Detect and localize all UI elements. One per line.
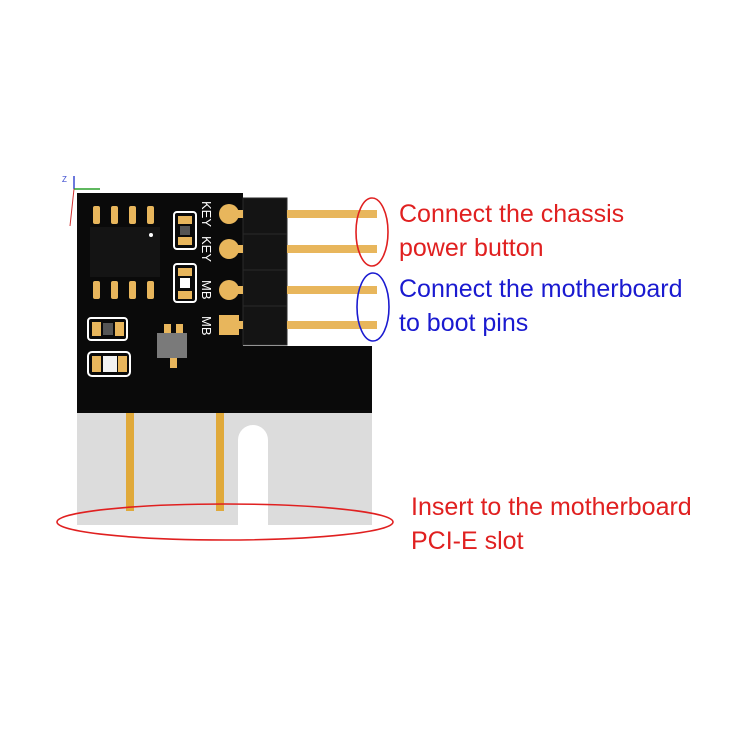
diode-component bbox=[87, 351, 131, 377]
led-component bbox=[173, 263, 197, 303]
pcie-insert-line1: Insert to the motherboard bbox=[411, 493, 692, 521]
silk-label: MB bbox=[199, 316, 214, 336]
silk-label: KEY bbox=[199, 236, 214, 262]
silk-label: MB bbox=[199, 280, 214, 300]
pin-header bbox=[229, 197, 377, 346]
chassis-power-line1: Connect the chassis bbox=[399, 200, 625, 228]
chassis-power-note: Connect the chassis power button bbox=[399, 197, 624, 265]
axis-z-label: Z bbox=[62, 175, 67, 184]
resistor-component bbox=[173, 211, 197, 250]
transistor-component bbox=[157, 324, 187, 368]
gold-trace bbox=[126, 413, 134, 511]
pcie-slot-highlight bbox=[56, 503, 394, 541]
motherboard-boot-line1: Connect the motherboard bbox=[399, 275, 683, 303]
chassis-power-line2: power button bbox=[399, 234, 544, 262]
silk-label: KEY bbox=[199, 201, 214, 227]
axis-marker-icon: Z bbox=[62, 175, 100, 227]
pcb-board bbox=[77, 193, 372, 413]
motherboard-boot-line2: to boot pins bbox=[399, 309, 529, 337]
power-pins-highlight bbox=[355, 197, 389, 267]
header-pin bbox=[287, 210, 377, 218]
gold-trace bbox=[216, 413, 224, 511]
header-pin bbox=[287, 321, 377, 329]
header-pin bbox=[287, 245, 377, 253]
boot-pins-highlight bbox=[356, 272, 390, 342]
capacitor-component bbox=[87, 317, 128, 341]
pcie-insert-note: Insert to the motherboard PCI-E slot bbox=[411, 490, 692, 558]
header-pin bbox=[287, 286, 377, 294]
motherboard-boot-note: Connect the motherboard to boot pins bbox=[399, 272, 683, 340]
pcie-insert-line2: PCI-E slot bbox=[411, 527, 524, 555]
ic-chip bbox=[90, 206, 160, 299]
silkscreen-labels: KEY KEY MB MB bbox=[199, 201, 214, 336]
pcie-edge-connector bbox=[77, 413, 372, 525]
